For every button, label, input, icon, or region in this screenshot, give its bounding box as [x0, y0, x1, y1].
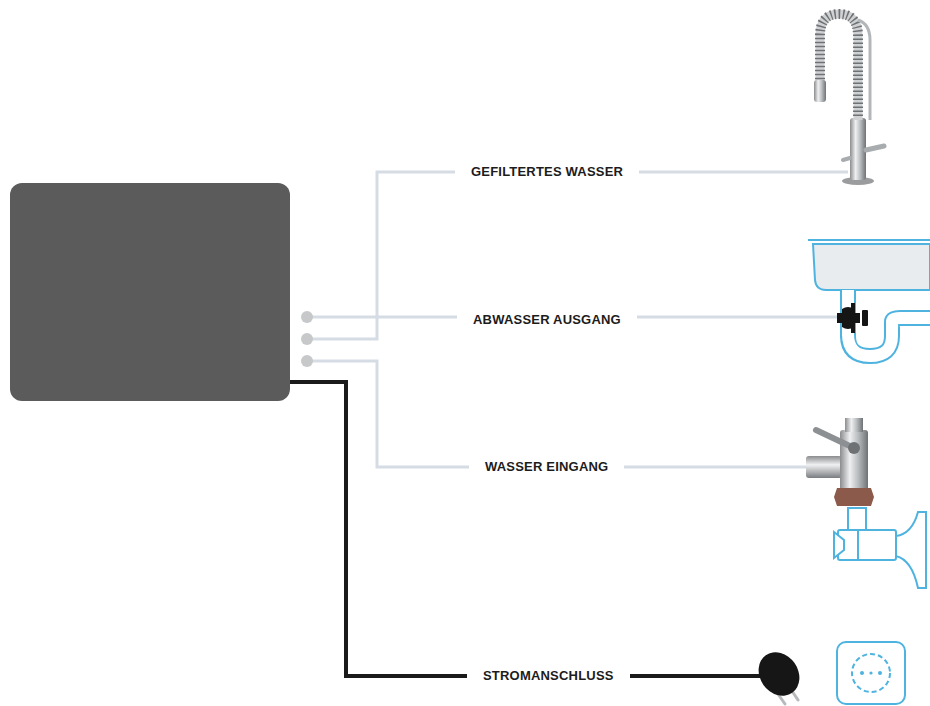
- port-dot: [301, 311, 313, 323]
- drain-clamp: [851, 303, 855, 333]
- wall-valve-knob: [834, 532, 844, 558]
- faucet-spring: [820, 14, 858, 116]
- faucet-icon: [814, 14, 884, 185]
- faucet-spout: [814, 80, 826, 102]
- wall-valve-body: [838, 530, 896, 560]
- filtered-water-line: [307, 172, 848, 339]
- socket-hole: [869, 671, 872, 674]
- socket-icon: [837, 642, 905, 704]
- port-dot: [301, 333, 313, 345]
- angle-valve-icon: [806, 418, 874, 506]
- drain-clamp-screw: [862, 310, 868, 326]
- valve-body: [840, 430, 868, 492]
- wall-valve-icon: [834, 508, 926, 588]
- siphon: [848, 318, 930, 356]
- valve-lever: [816, 430, 854, 448]
- connection-label: ABWASSER AUSGANG: [457, 310, 637, 330]
- wall-valve-line: [857, 530, 859, 560]
- plug-icon: [750, 644, 808, 704]
- siphon: [848, 318, 930, 356]
- valve-nut: [834, 488, 874, 506]
- sink-icon: [808, 240, 930, 356]
- filter-unit: [10, 183, 290, 401]
- connection-label: STROMANSCHLUSS: [467, 666, 630, 686]
- sink-rim: [808, 239, 930, 241]
- faucet-lever: [843, 158, 850, 160]
- sink-basin: [813, 244, 930, 290]
- inlet-water-line: [307, 361, 806, 467]
- water-lines: [307, 172, 848, 467]
- connection-label: WASSER EINGANG: [469, 457, 624, 477]
- valve-lever-hub: [848, 442, 860, 454]
- faucet-arm: [858, 20, 870, 120]
- faucet-lever: [866, 146, 884, 150]
- connection-label: GEFILTERTES WASSER: [455, 162, 639, 182]
- faucet-gooseneck: [820, 14, 858, 120]
- wall-valve-stem: [848, 508, 866, 530]
- ports: [301, 311, 313, 367]
- socket-hole: [878, 671, 882, 675]
- power-cable: [290, 382, 762, 676]
- wall-valve-flange: [896, 512, 926, 588]
- drain-clamp: [837, 307, 860, 329]
- socket-frame: [837, 642, 905, 704]
- socket-face: [852, 654, 890, 692]
- valve-outlet: [806, 456, 842, 478]
- port-dot: [301, 355, 313, 367]
- faucet-body: [850, 118, 866, 180]
- socket-hole: [860, 671, 864, 675]
- plug-body: [750, 644, 808, 703]
- valve-thread: [845, 418, 863, 432]
